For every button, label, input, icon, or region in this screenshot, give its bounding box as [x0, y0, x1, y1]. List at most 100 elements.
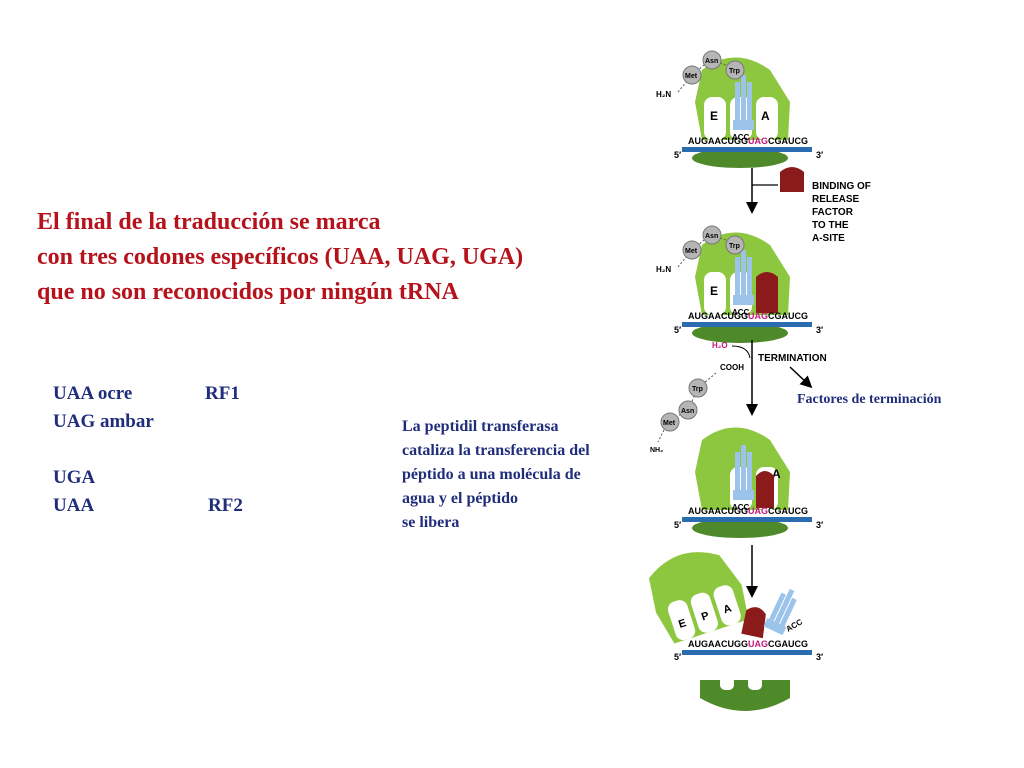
site-p-label: P — [700, 610, 711, 624]
released-peptide: COOH Trp Asn Met NH₂ — [650, 363, 744, 454]
three-prime-label: 3′ — [816, 150, 823, 160]
mrna-strand — [682, 147, 812, 152]
step-label-line: TO THE — [812, 220, 849, 231]
stage-2-release-factor-binding: E ACC AUGAACUGGUAGCGAUCG 5′ 3′ Met Asn T… — [656, 225, 823, 343]
note-line: cataliza la transferencia del — [402, 442, 590, 459]
site-e-label: E — [710, 284, 718, 298]
trna-icon — [733, 75, 754, 130]
amino-acid-label: Asn — [705, 233, 718, 240]
site-a-label: A — [722, 602, 733, 616]
ribosome-small-subunit — [692, 323, 788, 343]
stage-1-elongation: E A ACC AUGAACUGGUAGCGAUCG 5′ 3′ Met Asn… — [656, 50, 823, 168]
title-line-1: El final de la traducción se marca — [37, 209, 381, 235]
amino-acid-label: Met — [685, 73, 698, 80]
water-label: H₂O — [712, 341, 728, 350]
title-line-3: que no son reconocidos por ningún tRNA — [37, 279, 459, 305]
release-factor-icon — [756, 471, 774, 508]
anticodon-label: ACC — [732, 308, 750, 317]
anticodon-label: ACC — [732, 503, 750, 512]
n-terminus-label: H₂N — [656, 90, 671, 99]
five-prime-label: 5′ — [674, 325, 681, 335]
mrna-strand — [682, 650, 812, 655]
ribosome-small-subunit — [692, 148, 788, 168]
n-terminus-label: H₂N — [656, 265, 671, 274]
termination-label: TERMINATION — [758, 353, 827, 364]
main-title: El final de la traducción se marca con t… — [37, 205, 637, 310]
peptidyl-transferase-note: La peptidil transferasa cataliza la tran… — [402, 415, 642, 535]
stage-4-dissociation: E P A ACC AUGAACUGGUAGCGAUCG 5′ 3′ — [648, 552, 823, 711]
note-line: agua y el péptido — [402, 490, 519, 507]
amino-acid-trp — [725, 60, 745, 80]
mrna-strand — [682, 517, 812, 522]
step-label-line: BINDING OF — [812, 181, 871, 192]
mrna-strand — [682, 322, 812, 327]
mrna-sequence: AUGAACUGGUAGCGAUCG — [688, 506, 808, 516]
n-terminus-label: NH₂ — [650, 447, 663, 454]
amino-acid-label: Trp — [729, 243, 740, 250]
three-prime-label: 3′ — [816, 325, 823, 335]
codon-row: UAG ambar — [53, 408, 154, 436]
codon-text: UAA ocre — [53, 383, 133, 404]
amino-acid-trp — [725, 235, 745, 255]
site-e-label: E — [710, 109, 718, 123]
codon-text: UGA — [53, 467, 96, 488]
codon-row: UAA RF2 — [53, 492, 243, 520]
trna-icon — [763, 588, 797, 636]
site-a-label: A — [761, 109, 770, 123]
three-prime-label: 3′ — [816, 652, 823, 662]
site-e-label: E — [677, 617, 688, 631]
release-factor-icon — [756, 272, 778, 313]
amino-acid-met — [682, 65, 702, 85]
peptide-chain — [677, 234, 736, 268]
release-factor-icon — [741, 607, 766, 639]
peptide-chain — [677, 59, 736, 93]
codon-row: UAA ocre RF1 — [53, 380, 240, 408]
water-arrow — [731, 345, 751, 359]
amino-acid-met — [682, 240, 702, 260]
small-subunit-notch — [748, 676, 762, 690]
amino-acid-label: Asn — [681, 408, 694, 415]
codon-row — [53, 436, 154, 464]
amino-acid-label: Asn — [705, 58, 718, 65]
factors-pointer-arrow — [789, 366, 813, 389]
site-e-slot — [704, 97, 726, 140]
mrna-sequence: AUGAACUGGUAGCGAUCG — [688, 136, 808, 146]
translation-termination-diagram: E A ACC AUGAACUGGUAGCGAUCG 5′ 3′ Met Asn… — [648, 50, 871, 711]
step-label-line: RELEASE — [812, 194, 860, 205]
site-e-slot — [704, 272, 726, 315]
site-a-label: A — [772, 467, 781, 481]
amino-acid-asn — [702, 50, 722, 70]
ribosome-small-subunit-detached — [700, 680, 790, 711]
codon-text: UAG ambar — [53, 411, 154, 432]
ribosome-small-subunit — [692, 518, 788, 538]
step-label-line: A-SITE — [812, 233, 845, 244]
five-prime-label: 5′ — [674, 150, 681, 160]
amino-acid-asn — [678, 400, 698, 420]
codon-text: UAA — [53, 495, 95, 516]
three-prime-label: 3′ — [816, 520, 823, 530]
note-line: péptido a una molécula de — [402, 466, 581, 483]
stage-3-termination: A ACC AUGAACUGGUAGCGAUCG 5′ 3′ — [674, 427, 823, 538]
anticodon-label: ACC — [732, 133, 750, 142]
amino-acid-label: Met — [663, 420, 676, 427]
amino-acid-trp — [688, 378, 708, 398]
mrna-sequence: AUGAACUGGUAGCGAUCG — [688, 639, 808, 649]
note-line: La peptidil transferasa — [402, 418, 559, 435]
title-line-2: con tres codones específicos (UAA, UAG, … — [37, 244, 524, 270]
mrna-sequence: AUGAACUGGUAGCGAUCG — [688, 311, 808, 321]
termination-factors-label: Factores de terminación — [797, 392, 942, 407]
ribosome-large-subunit-detached: E P A — [648, 552, 749, 644]
cooh-label: COOH — [720, 363, 744, 372]
small-subunit-notch — [720, 676, 734, 690]
release-factor-text: RF2 — [208, 495, 243, 516]
codon-row: UGA — [53, 464, 154, 492]
release-factor-icon — [780, 167, 804, 192]
five-prime-label: 5′ — [674, 652, 681, 662]
amino-acid-met — [660, 412, 680, 432]
step-label-line: FACTOR — [812, 207, 854, 218]
site-a-slot — [756, 97, 778, 140]
amino-acid-asn — [702, 225, 722, 245]
note-line: se libera — [402, 514, 460, 531]
five-prime-label: 5′ — [674, 520, 681, 530]
trna-icon — [733, 250, 754, 305]
